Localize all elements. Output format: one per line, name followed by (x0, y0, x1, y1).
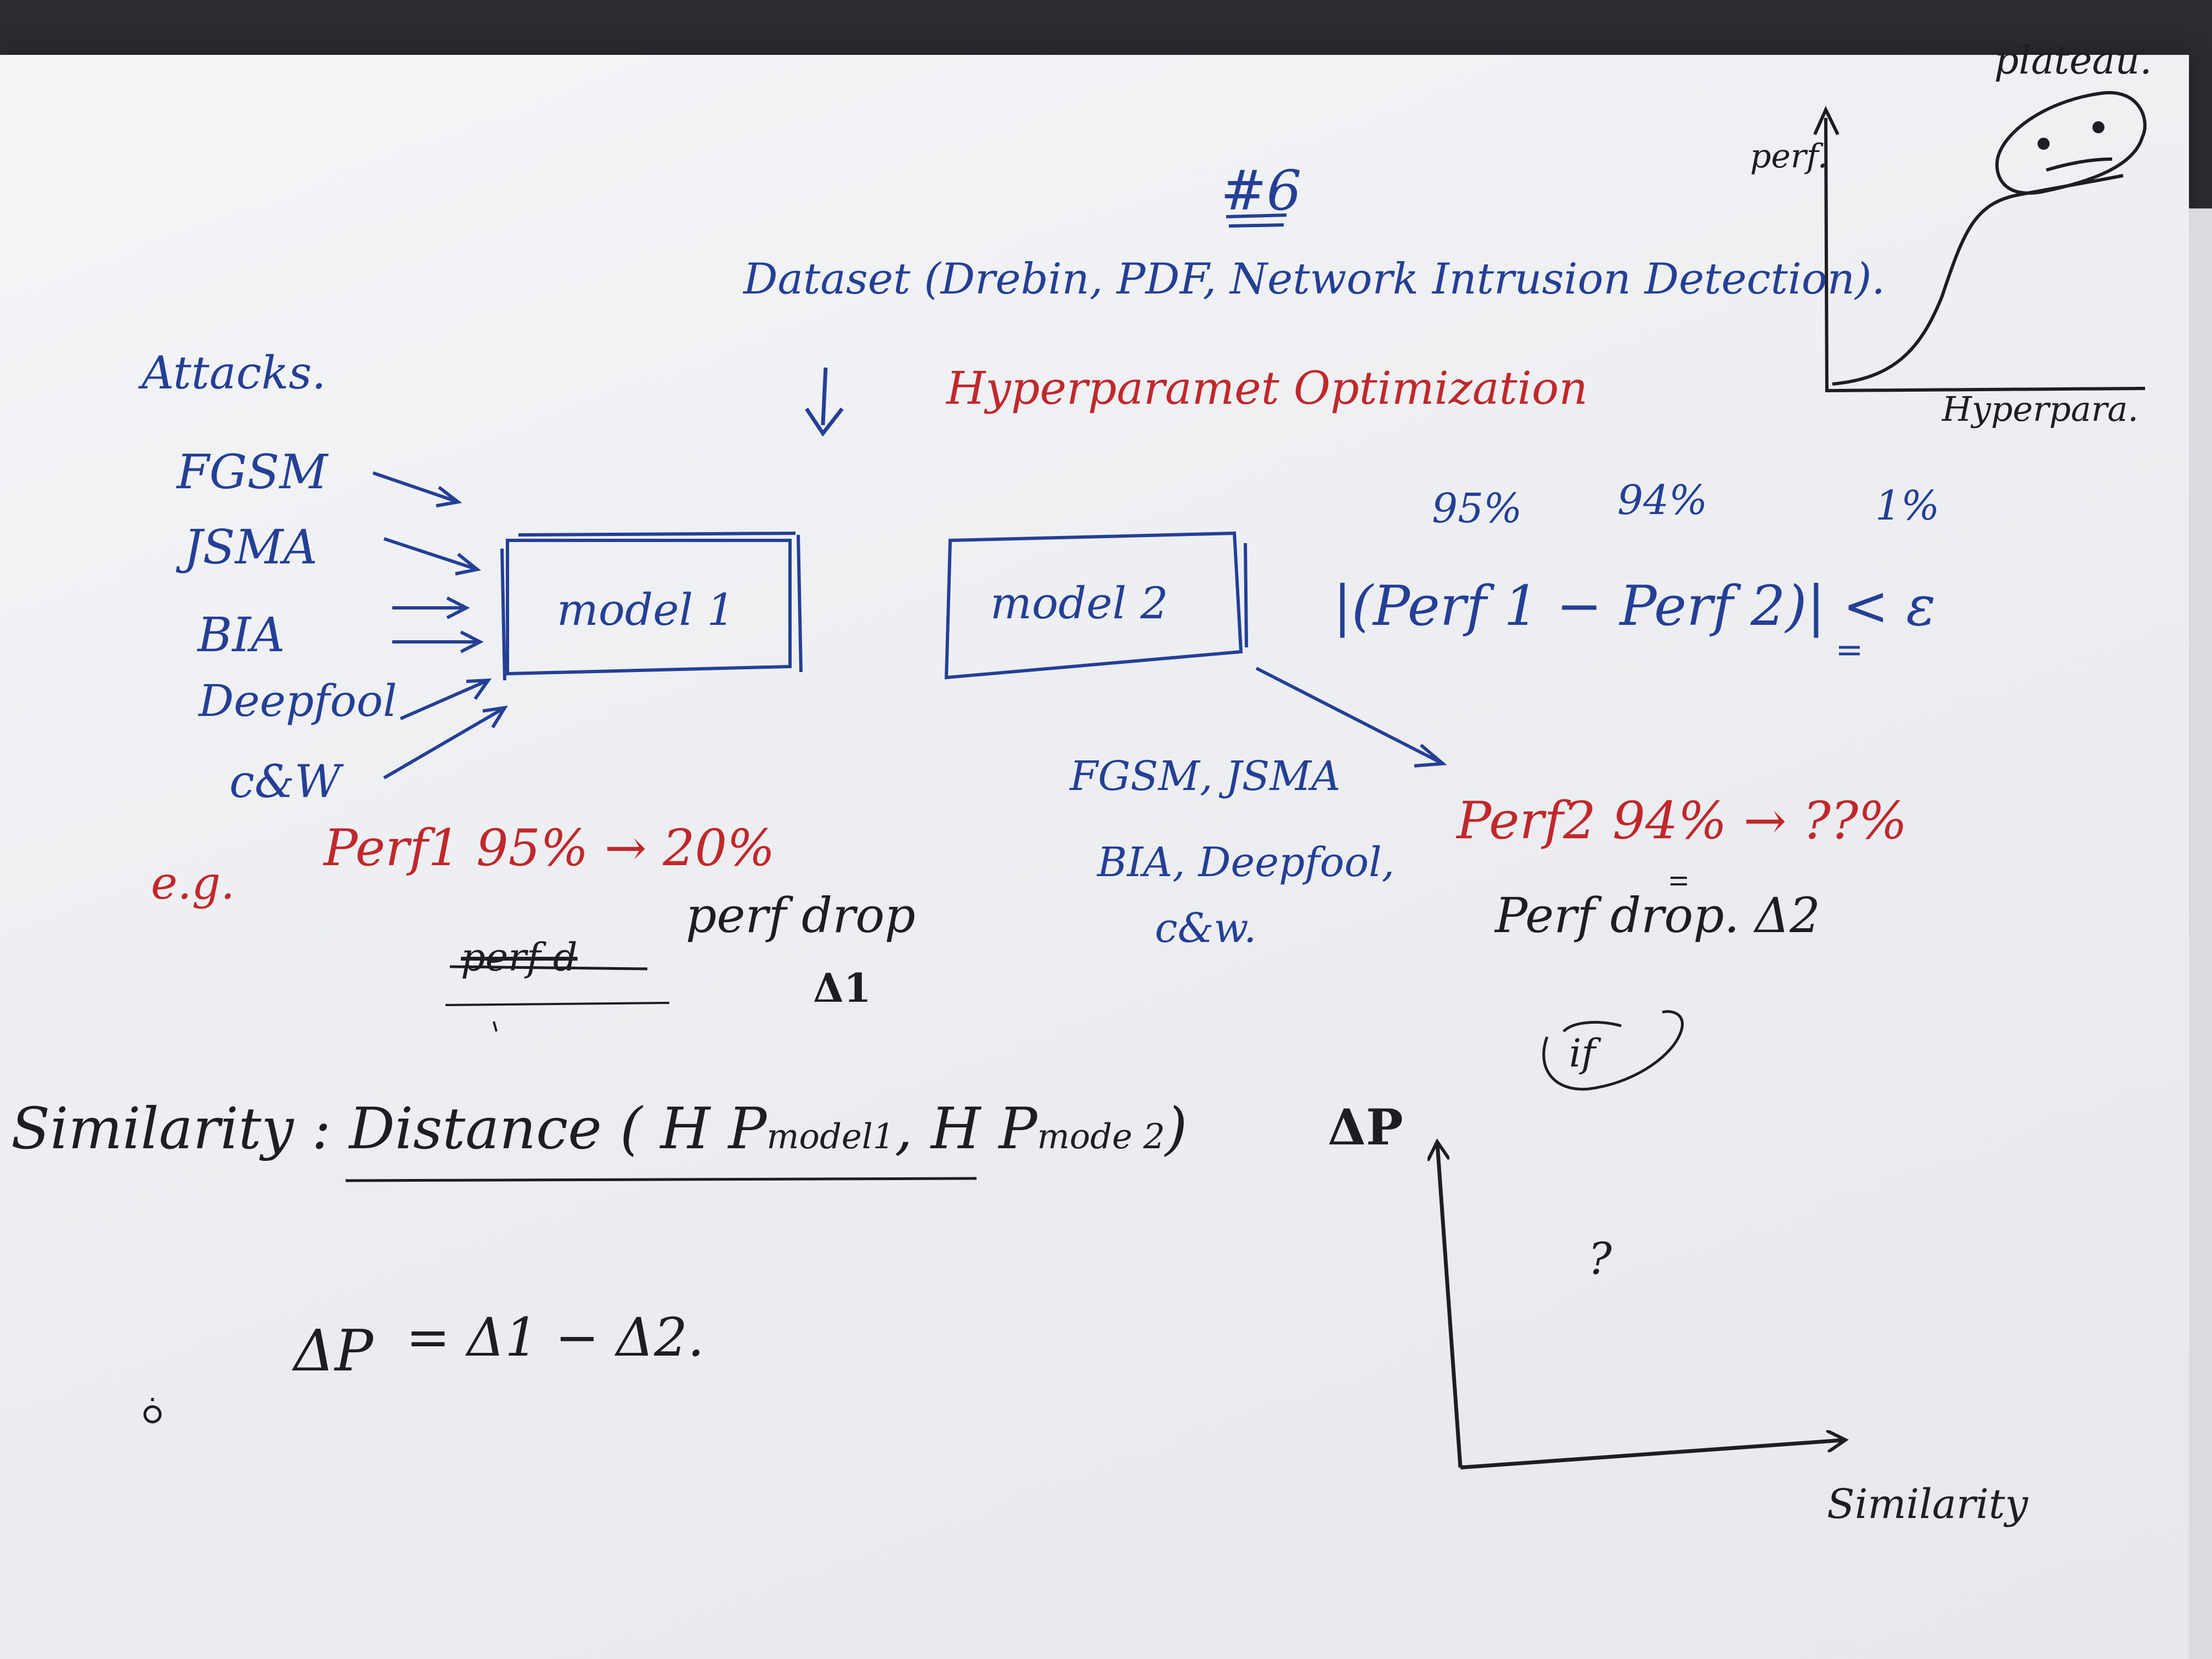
attack-item: c&W (229, 756, 341, 808)
model2-attacks-line: c&w. (1155, 905, 1257, 952)
perf-drop2-label: Perf drop. Δ2 (1495, 887, 1821, 944)
paper-edge (2189, 208, 2212, 1659)
attack-item: Deepfool (199, 675, 397, 726)
mini-chart-ylabel: perf. (1750, 137, 1828, 176)
example1-perf: Perf1 95% → 20% (324, 819, 775, 877)
page-title: #6 (1221, 159, 1302, 223)
model2-attacks-line: FGSM, JSMA (1070, 753, 1341, 800)
attacks-heading: Attacks. (142, 347, 326, 399)
struck-text: perf d (461, 935, 578, 980)
delta-p-rhs: = Δ1 − Δ2. (406, 1307, 704, 1368)
model2-label: model 2 (990, 578, 1169, 629)
perf-drop-label: perf drop (686, 887, 916, 944)
attack-item: BIA (198, 608, 285, 663)
perf-number: 94% (1617, 477, 1708, 524)
mini-chart-xlabel: Hyperpara. (1942, 389, 2139, 429)
attack-item: FGSM (177, 445, 328, 500)
question-mark: ? (1588, 1233, 1612, 1284)
if-note: if (1569, 1031, 1596, 1076)
delta-p-lhs: ΔP (294, 1317, 374, 1384)
perf-number: 95% (1432, 485, 1522, 532)
perf-number: 1% (1875, 482, 1940, 529)
perf-formula: |(Perf 1 − Perf 2)| < ε (1333, 574, 1936, 638)
big-chart-ylabel: ΔP (1328, 1098, 1403, 1156)
mini-chart-note: plateau. (1994, 38, 2152, 83)
model1-label: model 1 (557, 584, 735, 635)
hpo-label: Hyperparamet Optimization (946, 363, 1588, 415)
eg-prefix: e.g. (151, 857, 235, 910)
model2-attacks-line: BIA, Deepfool, (1097, 839, 1395, 886)
delta1-label: Δ1 (813, 964, 871, 1011)
dataset-line: Dataset (Drebin, PDF, Network Intrusion … (743, 255, 1886, 304)
example2-perf: Perf2 94% → ??% (1457, 791, 1908, 851)
similarity-definition: Similarity : Distance ( H Pmodel1, H Pmo… (11, 1095, 1188, 1162)
big-chart-xlabel: Similarity (1827, 1481, 2028, 1528)
attack-item: JSMA (184, 520, 318, 575)
